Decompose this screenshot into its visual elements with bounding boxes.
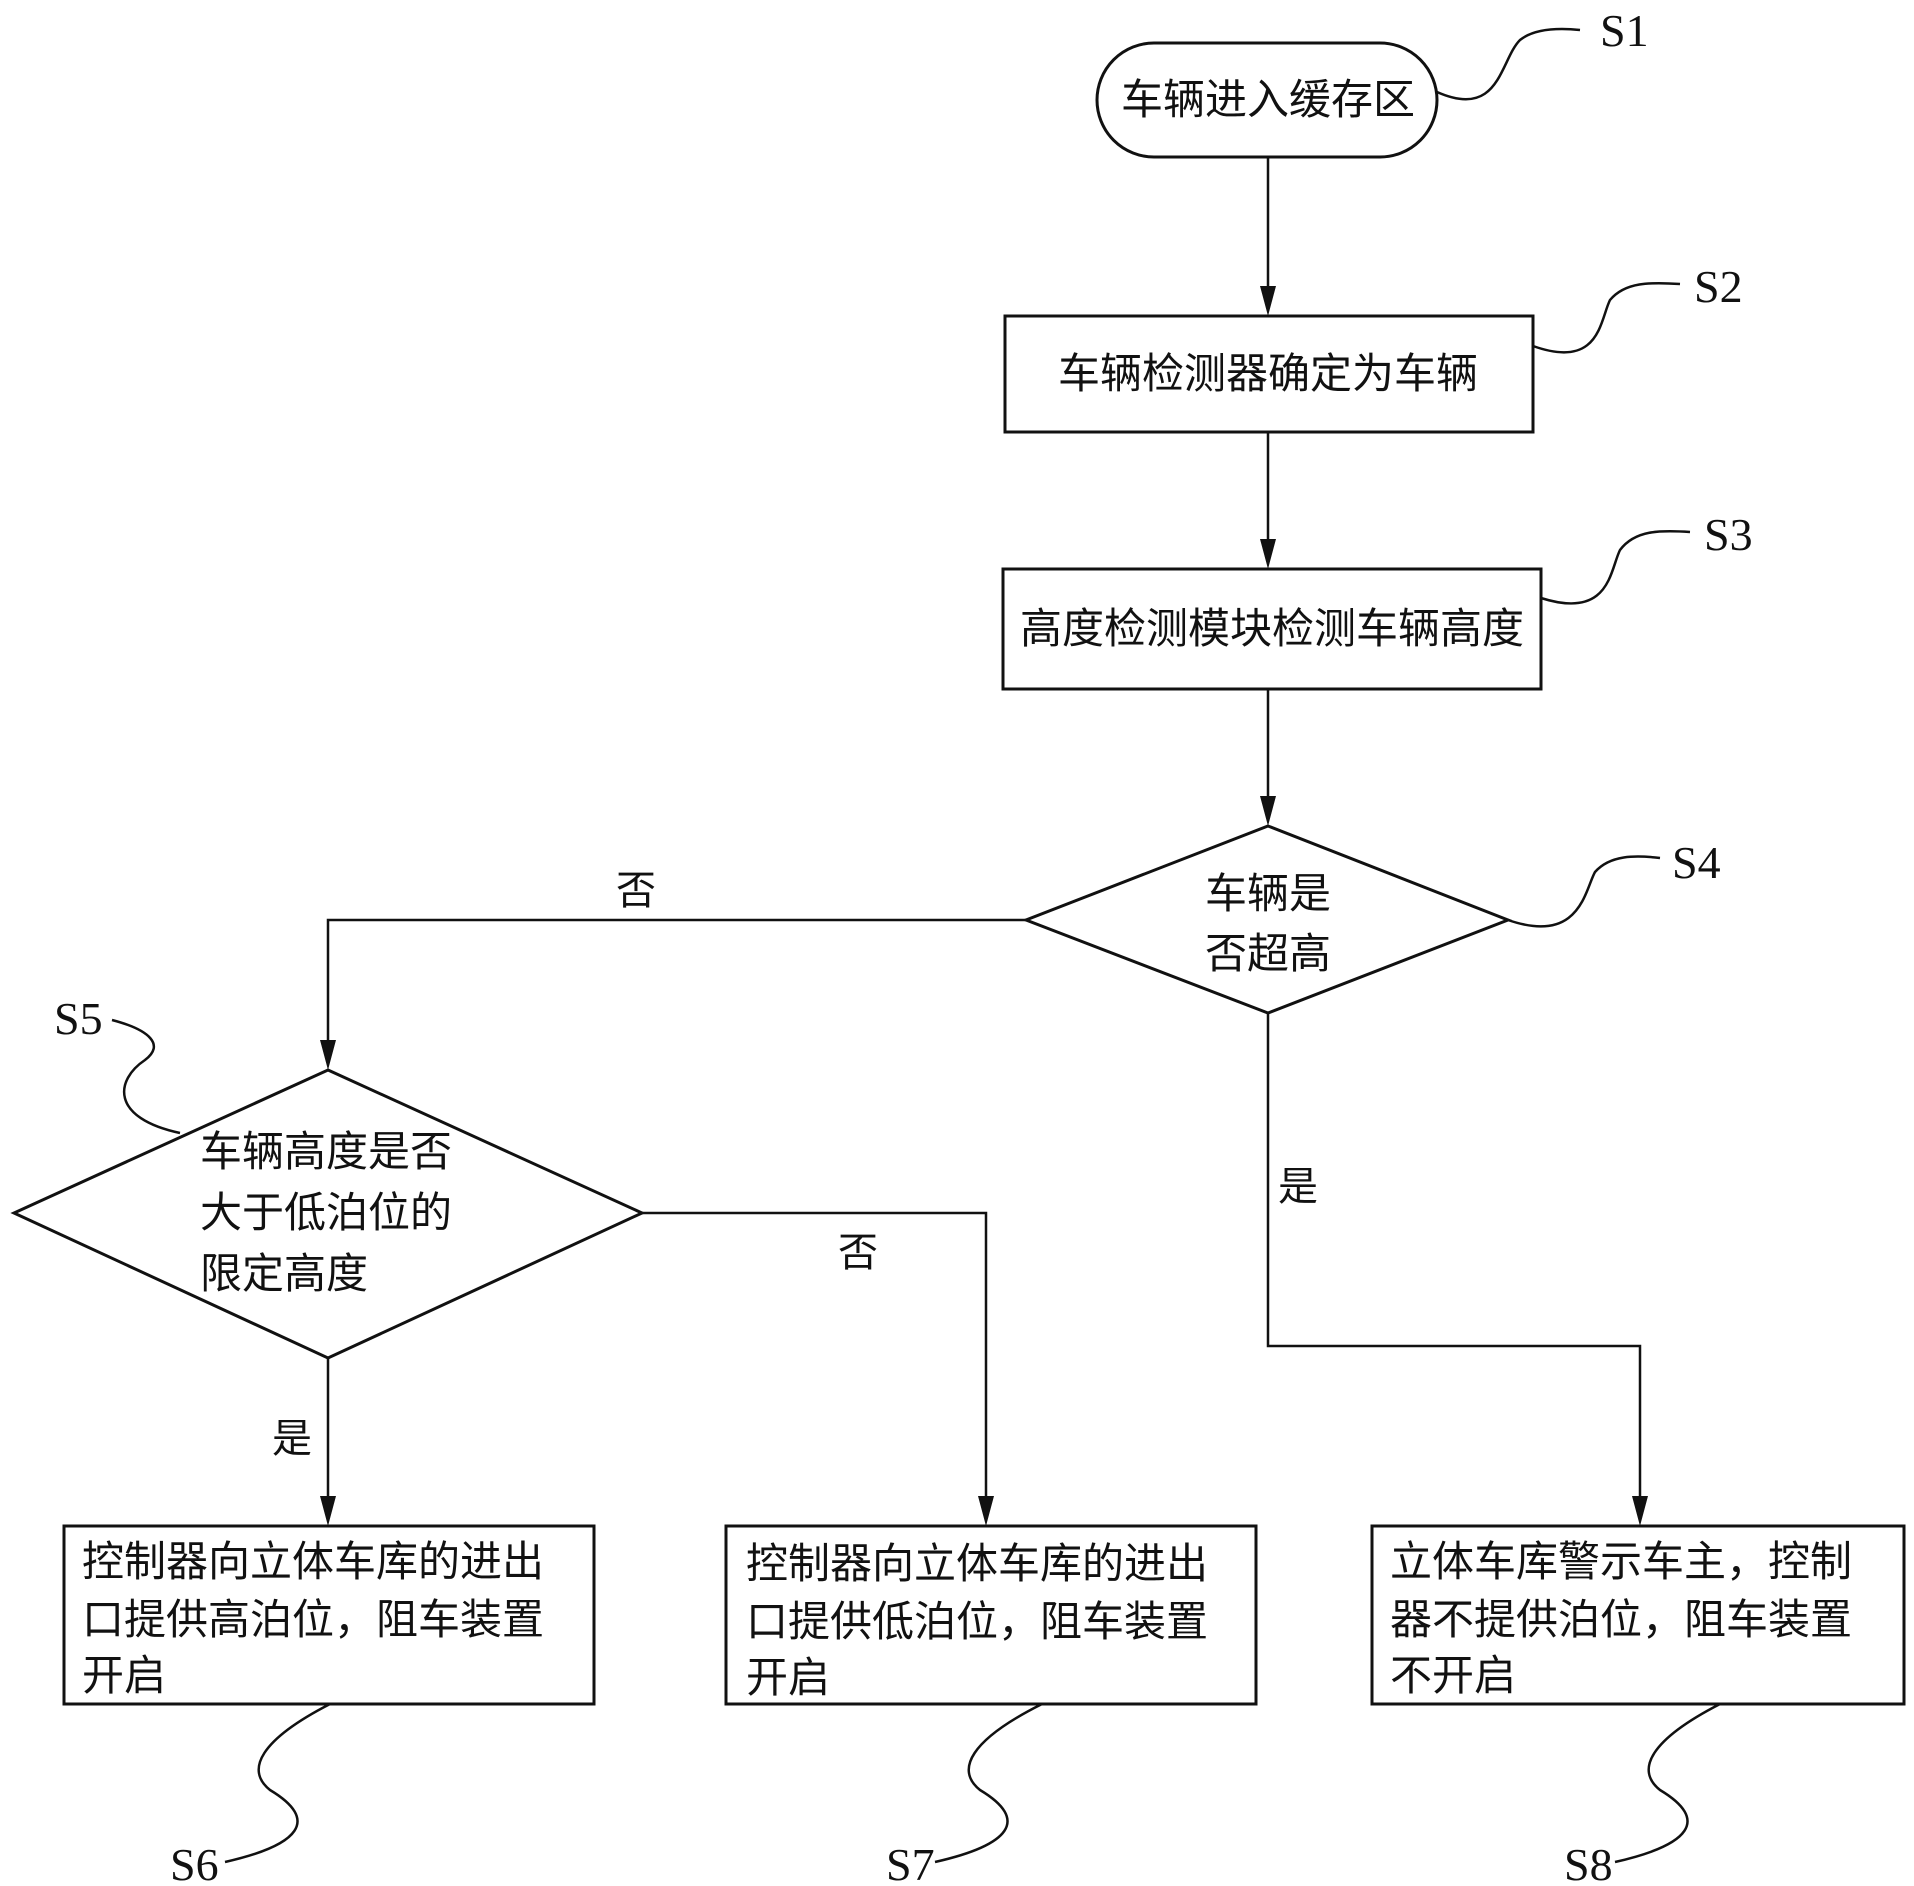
edge-label-s4-no: 否 bbox=[616, 868, 656, 914]
node-s5-text-line1: 车辆高度是否 bbox=[200, 1127, 452, 1176]
node-s7-shape bbox=[724, 1524, 1258, 1706]
node-s1-text: 车辆进入缓存区 bbox=[1121, 75, 1415, 124]
node-s7-text-line2: 口提供低泊位，阻车装置 bbox=[746, 1597, 1208, 1646]
callout-s3 bbox=[1540, 529, 1691, 605]
arrowhead-s4 bbox=[1260, 796, 1276, 826]
arrowhead-s6 bbox=[320, 1496, 336, 1526]
node-s4-shape bbox=[1021, 824, 1513, 1015]
node-s2-text: 车辆检测器确定为车辆 bbox=[1058, 349, 1478, 398]
callout-s4 bbox=[1507, 855, 1661, 928]
edge-s4-no bbox=[326, 918, 1026, 1054]
callout-s2 bbox=[1532, 281, 1681, 354]
node-s8-shape bbox=[1370, 1524, 1906, 1706]
edge-label-s5-yes: 是 bbox=[272, 1416, 312, 1462]
node-s8-text-line2: 器不提供泊位，阻车装置 bbox=[1390, 1595, 1852, 1644]
node-s3-text: 高度检测模块检测车辆高度 bbox=[1020, 604, 1524, 653]
step-label-s5: S5 bbox=[54, 993, 103, 1044]
node-s6-text-line1: 控制器向立体车库的进出 bbox=[82, 1537, 544, 1586]
callout-s5 bbox=[111, 1018, 181, 1135]
edge-label-s5-no: 否 bbox=[838, 1230, 878, 1276]
step-label-s7: S7 bbox=[886, 1839, 935, 1886]
node-s7-text-line1: 控制器向立体车库的进出 bbox=[746, 1539, 1208, 1588]
callout-s6 bbox=[224, 1702, 331, 1864]
node-s4-text-line1: 车辆是 bbox=[1205, 869, 1331, 918]
node-s6-text-line2: 口提供高泊位，阻车装置 bbox=[82, 1595, 544, 1644]
arrowhead-s3 bbox=[1260, 539, 1276, 569]
node-s8-text-line1: 立体车库警示车主，控制 bbox=[1390, 1537, 1852, 1586]
callout-s7 bbox=[934, 1702, 1043, 1864]
node-s6-text-line3: 开启 bbox=[82, 1651, 166, 1700]
node-s8-text-line3: 不开启 bbox=[1390, 1651, 1516, 1700]
step-label-s4: S4 bbox=[1672, 837, 1721, 888]
edge-s5-no bbox=[642, 1211, 988, 1510]
arrowhead-s2 bbox=[1260, 286, 1276, 316]
callout-s1 bbox=[1436, 27, 1581, 101]
arrowhead-s8 bbox=[1632, 1496, 1648, 1526]
node-s4-text-line2: 否超高 bbox=[1205, 929, 1331, 978]
node-s7-text-line3: 开启 bbox=[746, 1653, 830, 1702]
edge-s4-yes bbox=[1266, 1013, 1642, 1510]
node-s3-shape bbox=[1001, 567, 1543, 691]
step-label-s3: S3 bbox=[1704, 509, 1753, 560]
edge-label-s4-yes: 是 bbox=[1278, 1164, 1318, 1210]
step-label-s6: S6 bbox=[170, 1839, 219, 1886]
step-label-s8: S8 bbox=[1564, 1839, 1613, 1886]
step-label-s1: S1 bbox=[1600, 5, 1649, 56]
callout-s8 bbox=[1614, 1702, 1721, 1864]
arrowhead-s7 bbox=[978, 1496, 994, 1526]
arrowhead-s5 bbox=[320, 1040, 336, 1070]
step-label-s2: S2 bbox=[1694, 261, 1743, 312]
node-s5-text-line2: 大于低泊位的 bbox=[200, 1188, 452, 1237]
node-s5-text-line3: 限定高度 bbox=[200, 1249, 368, 1298]
